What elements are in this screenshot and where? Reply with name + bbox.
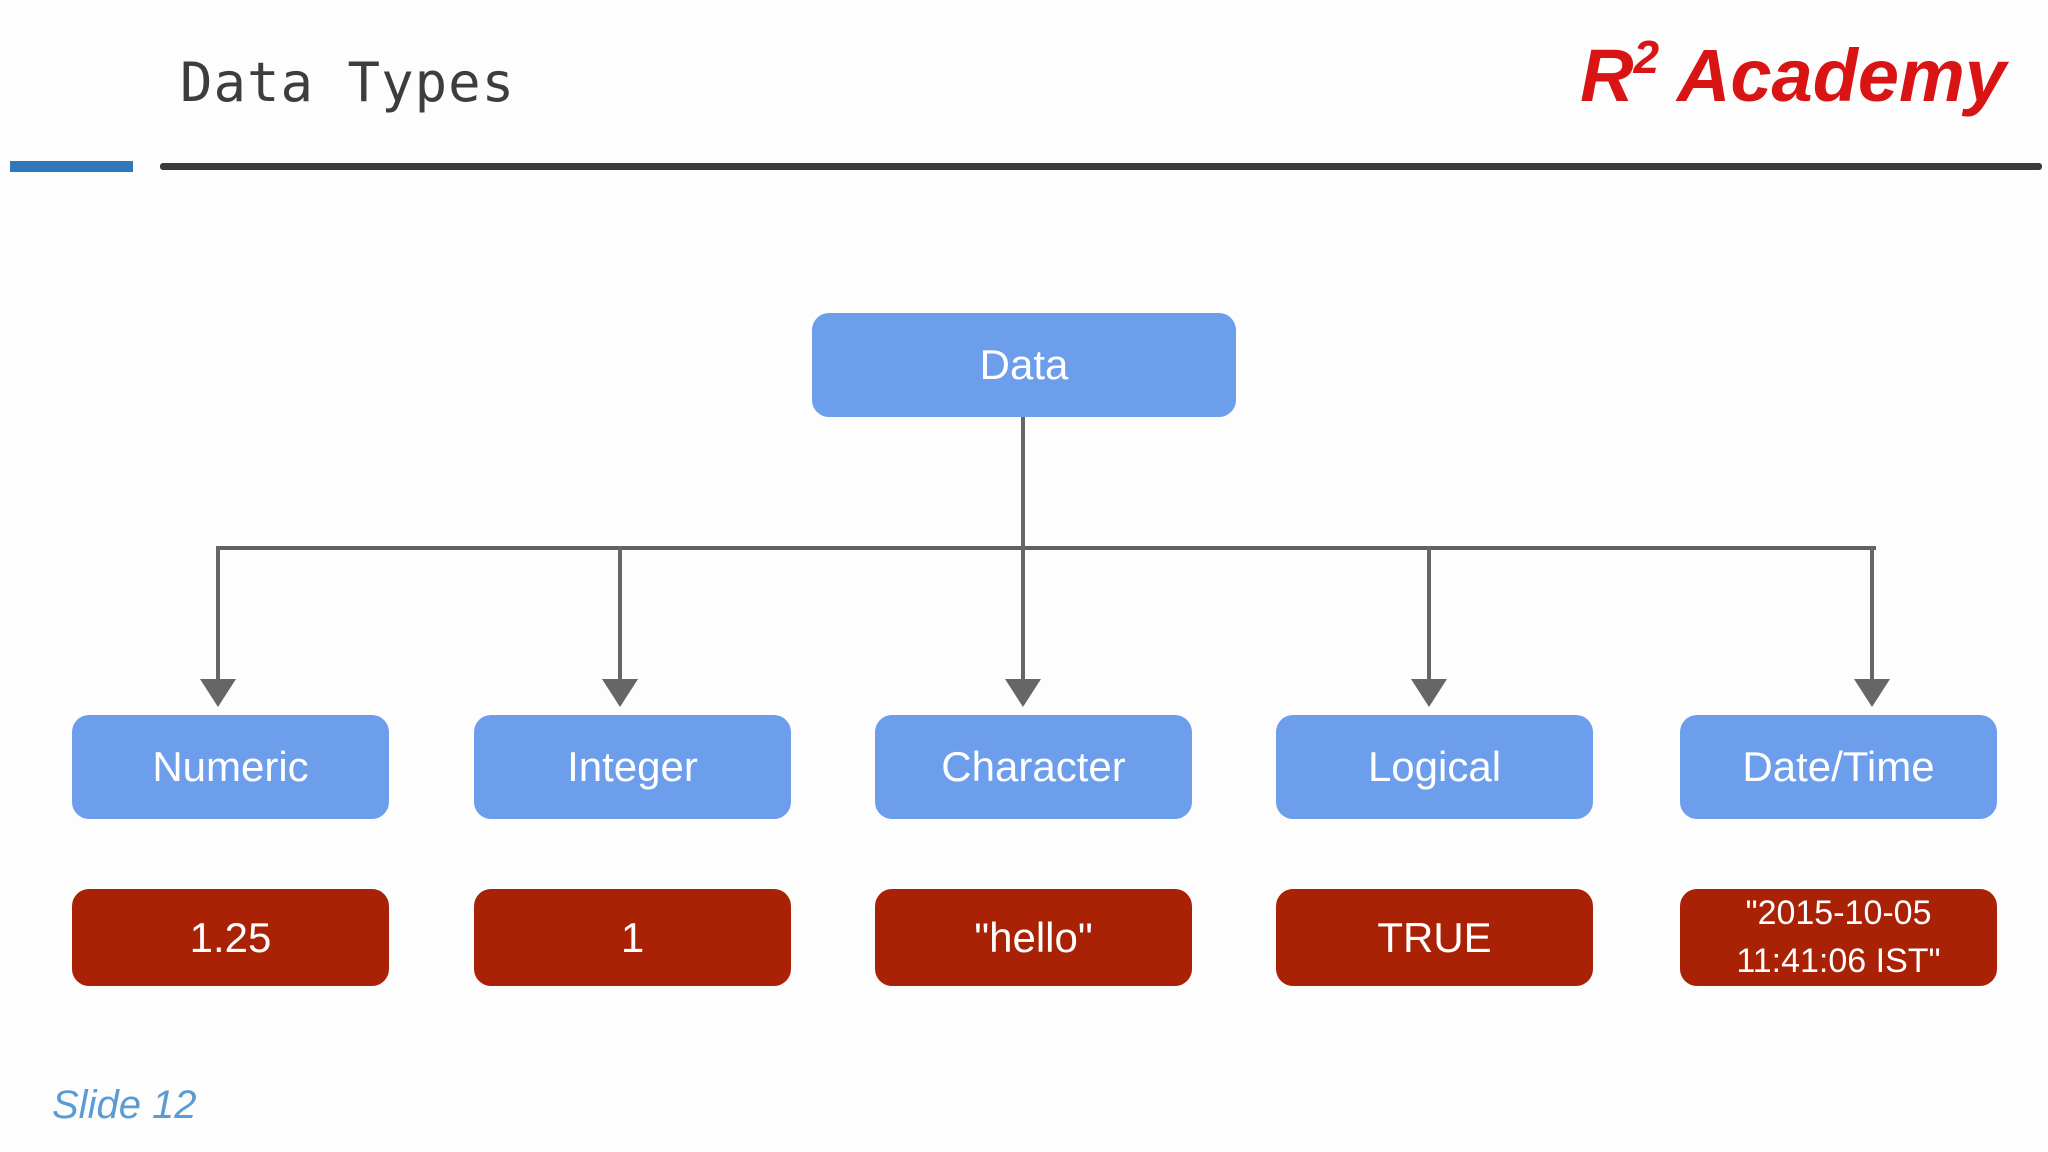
value-logical-text: TRUE	[1377, 913, 1492, 961]
arrow-down-icon	[1411, 679, 1447, 707]
value-logical: TRUE	[1276, 889, 1593, 986]
arrow-down-icon	[1005, 679, 1041, 707]
connector-trunk	[1021, 417, 1025, 548]
value-integer: 1	[474, 889, 791, 986]
value-character-text: "hello"	[974, 913, 1093, 961]
arrow-down-icon	[200, 679, 236, 707]
logo-superscript: 2	[1633, 31, 1660, 83]
page-title: Data Types	[180, 51, 516, 114]
node-logical: Logical	[1276, 715, 1593, 819]
header-rule	[160, 163, 2042, 170]
arrow-down-icon	[1854, 679, 1890, 707]
connector-drop-logical	[1427, 546, 1431, 682]
node-data: Data	[812, 313, 1236, 417]
accent-bar	[10, 161, 133, 172]
connector-crossbar	[216, 546, 1876, 550]
value-integer-text: 1	[620, 913, 645, 961]
logo: R2 Academy	[1580, 34, 2006, 113]
node-integer: Integer	[474, 715, 791, 819]
value-datetime: "2015-10-05 11:41:06 IST"	[1680, 889, 1997, 986]
node-character: Character	[875, 715, 1192, 819]
value-datetime-text: "2015-10-05 11:41:06 IST"	[1736, 893, 1941, 980]
connector-drop-character	[1021, 546, 1025, 682]
node-character-label: Character	[941, 743, 1126, 790]
node-data-label: Data	[979, 341, 1069, 388]
arrow-down-icon	[602, 679, 638, 707]
connector-drop-numeric	[216, 546, 220, 682]
logo-name: Academy	[1659, 34, 2006, 117]
node-numeric: Numeric	[72, 715, 389, 819]
value-character: "hello"	[875, 889, 1192, 986]
node-datetime-label: Date/Time	[1742, 743, 1935, 790]
node-logical-label: Logical	[1367, 743, 1502, 790]
node-numeric-label: Numeric	[152, 743, 309, 790]
value-numeric-text: 1.25	[189, 913, 272, 961]
connector-drop-datetime	[1870, 546, 1874, 682]
slide-number: Slide 12	[52, 1083, 197, 1127]
logo-base: R	[1580, 34, 1634, 117]
value-numeric: 1.25	[72, 889, 389, 986]
connector-drop-integer	[618, 546, 622, 682]
node-datetime: Date/Time	[1680, 715, 1997, 819]
node-integer-label: Integer	[567, 743, 698, 790]
